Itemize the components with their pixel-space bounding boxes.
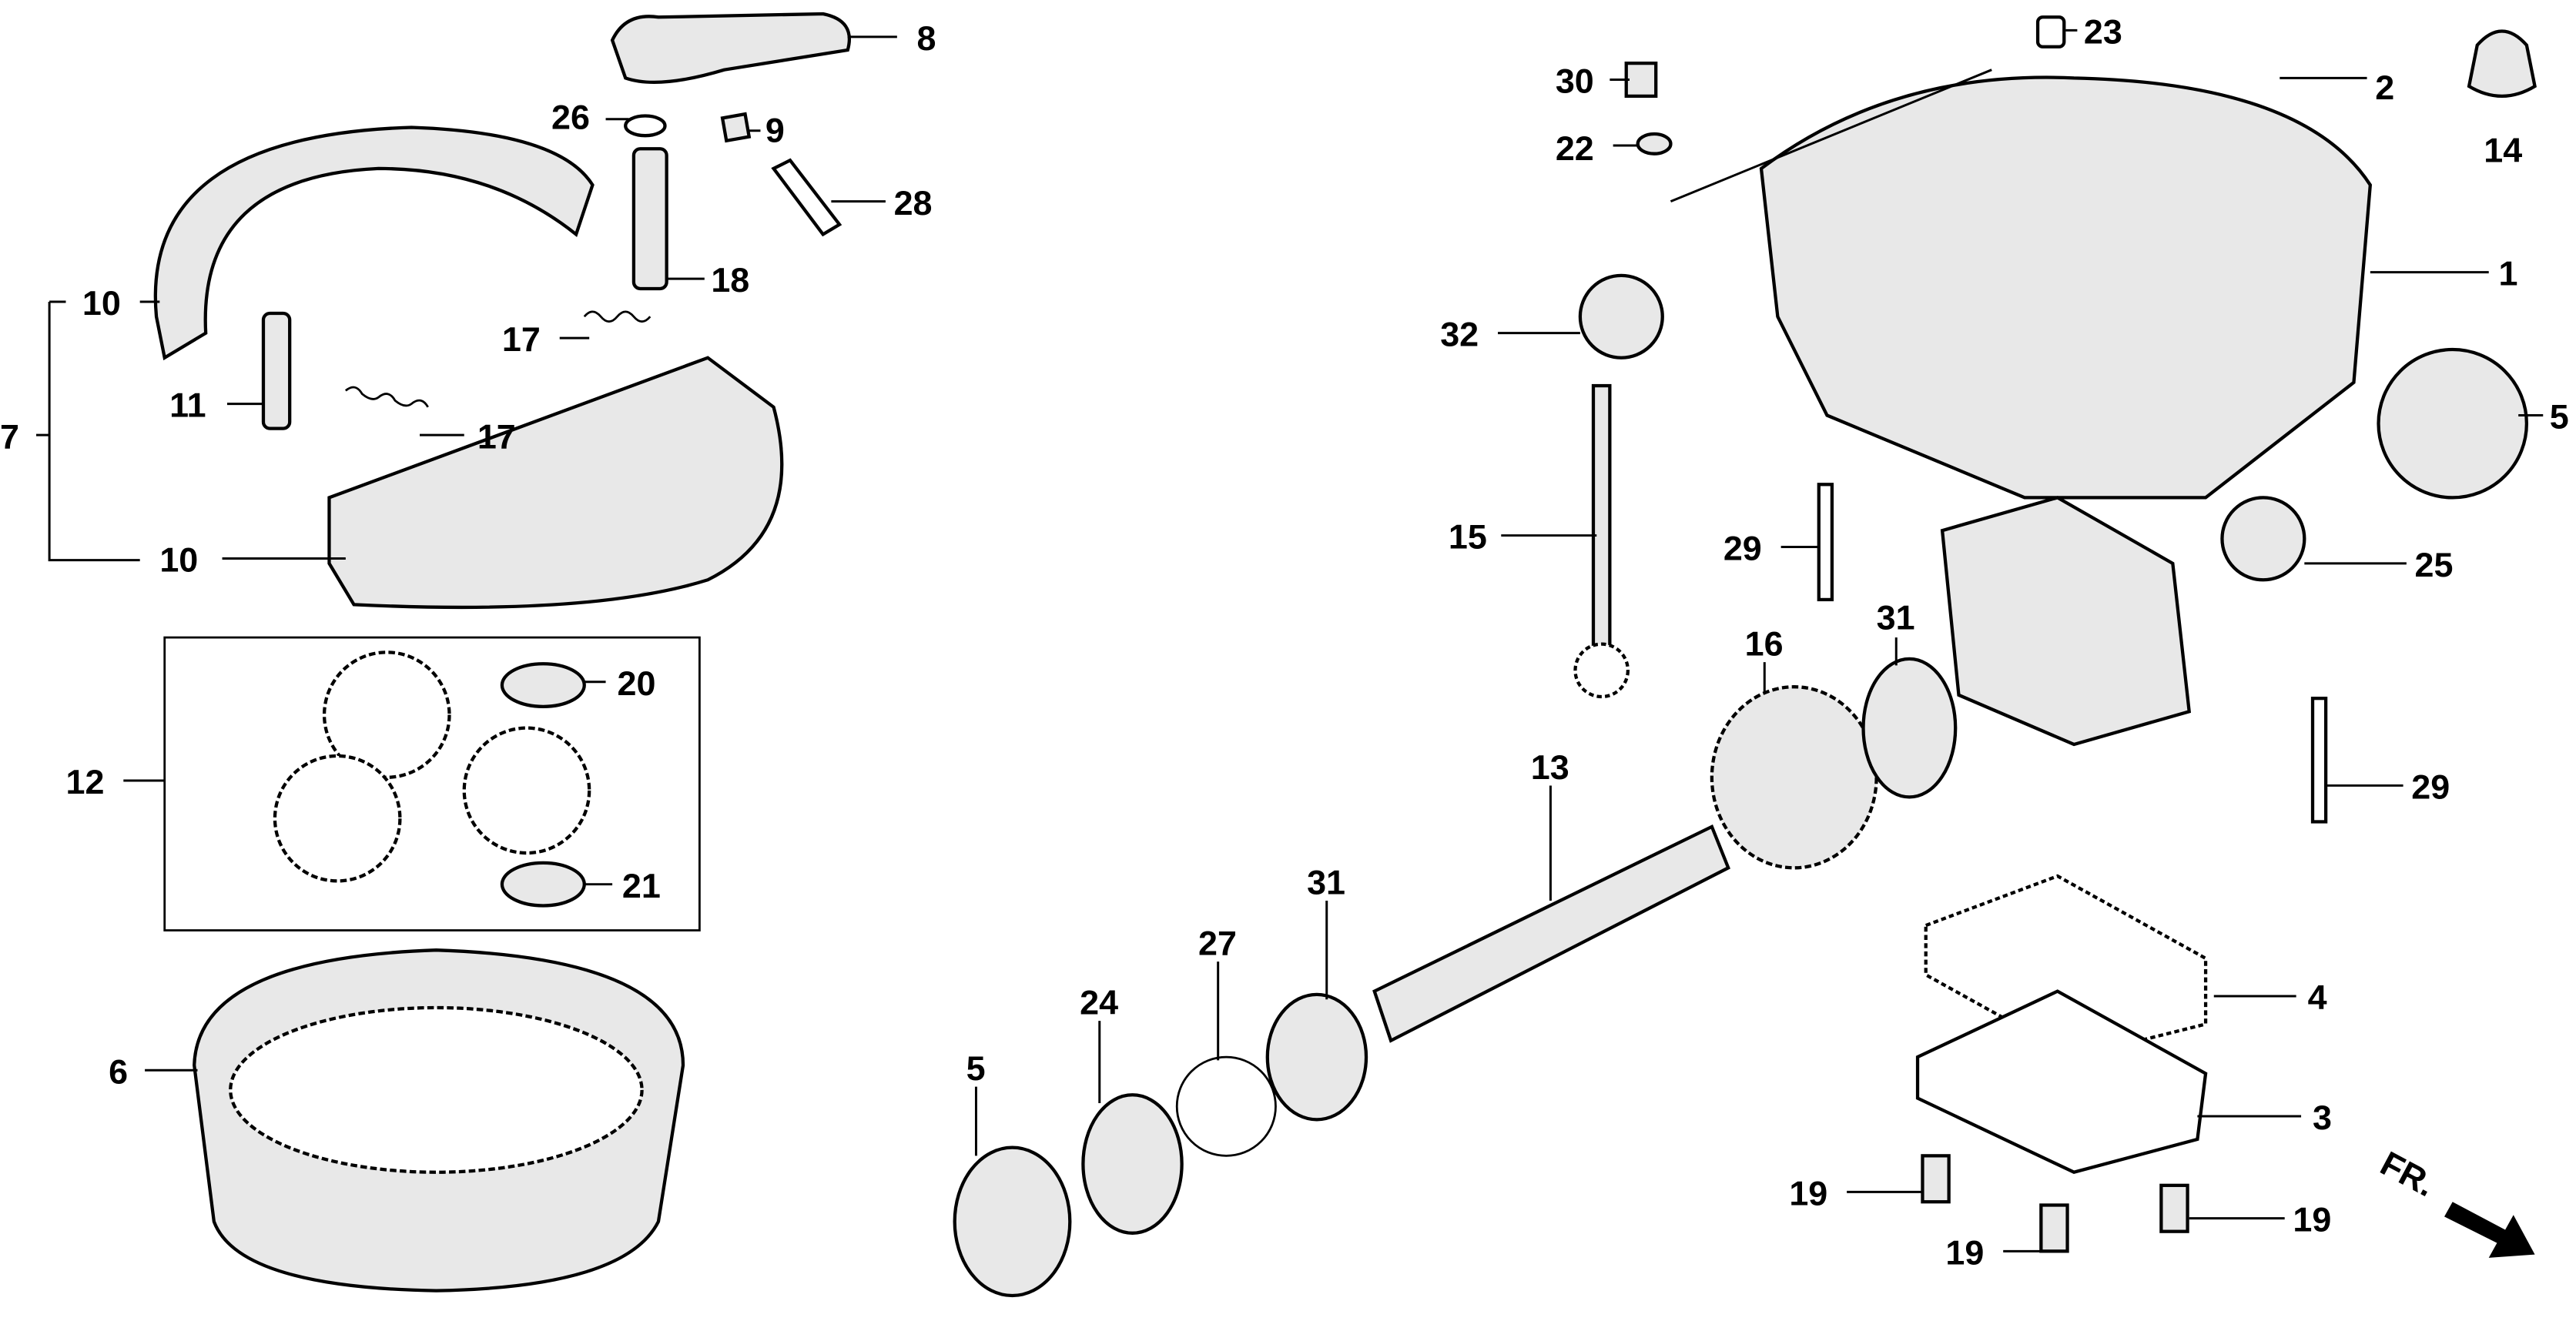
label-5-left: 5 xyxy=(966,1048,986,1088)
part-gear-12-a xyxy=(322,650,451,779)
part-cap-14 xyxy=(2467,29,2537,99)
label-10-lower: 10 xyxy=(159,540,198,580)
label-8: 8 xyxy=(917,18,936,58)
part-bolt-30 xyxy=(1624,61,1658,99)
part-ring-gear-6-inner xyxy=(229,1005,644,1174)
label-15: 15 xyxy=(1449,517,1487,557)
part-bolt-29-b xyxy=(2310,697,2328,824)
front-label: FR. xyxy=(2374,1143,2442,1204)
label-19-left: 19 xyxy=(1789,1173,1827,1212)
label-18: 18 xyxy=(711,260,749,299)
part-circlip-27 xyxy=(1175,1055,1277,1157)
part-gear-12-b xyxy=(462,726,591,855)
planet-gear-box xyxy=(163,636,701,931)
label-4: 4 xyxy=(2308,978,2327,1017)
part-gear-15-pinion xyxy=(1573,642,1630,699)
arrow-down-right-icon xyxy=(2444,1202,2535,1258)
part-shaft-13 xyxy=(1372,824,1730,1043)
label-17-upper: 17 xyxy=(502,319,541,359)
label-2: 2 xyxy=(2375,68,2394,107)
label-21: 21 xyxy=(622,866,661,905)
label-24: 24 xyxy=(1080,983,1118,1022)
part-nut-9 xyxy=(720,112,752,143)
part-seal-24 xyxy=(1081,1093,1184,1235)
part-shoe-10-upper xyxy=(153,125,595,361)
part-pin-23 xyxy=(2035,15,2066,48)
part-washer-21 xyxy=(500,861,586,908)
label-17-lower: 17 xyxy=(477,416,516,456)
part-shaft-15 xyxy=(1591,383,1612,651)
part-spring-17-a xyxy=(583,310,652,323)
part-bolt-19-c xyxy=(2159,1183,2189,1233)
label-23: 23 xyxy=(2084,12,2122,51)
part-seal-5-right xyxy=(2377,347,2529,500)
label-25: 25 xyxy=(2415,545,2454,584)
part-spring-17-b xyxy=(344,386,429,408)
parts xyxy=(153,12,2537,1298)
label-3: 3 xyxy=(2313,1098,2332,1137)
part-shoe-10-lower xyxy=(327,356,784,610)
front-direction-marker: FR. xyxy=(2374,1143,2535,1258)
part-labels: 8 26 9 28 18 10 17 11 17 7 10 20 12 21 6… xyxy=(0,12,2569,1272)
part-bolt-19-b xyxy=(2039,1203,2069,1253)
label-31-upper: 31 xyxy=(1877,597,1915,637)
part-bolt-19-a xyxy=(1921,1154,1951,1204)
part-seal-5-left xyxy=(953,1145,1072,1298)
part-shaft-18 xyxy=(631,147,668,291)
part-bearing-32 xyxy=(1578,273,1664,360)
label-29-upper: 29 xyxy=(1723,529,1762,568)
label-6: 6 xyxy=(109,1052,128,1091)
label-13: 13 xyxy=(1531,747,1569,787)
label-29-lower: 29 xyxy=(2411,768,2450,807)
label-16: 16 xyxy=(1745,624,1784,664)
part-seal-25 xyxy=(2220,496,2306,582)
part-washer-20 xyxy=(500,662,586,708)
part-washer-26 xyxy=(624,114,667,138)
part-gear-12-c xyxy=(273,754,402,883)
part-bolt-28 xyxy=(771,158,842,237)
label-12: 12 xyxy=(65,762,104,801)
part-washer-22 xyxy=(1636,132,1673,156)
part-gasket-4 xyxy=(1924,874,2208,1059)
part-bolt-29-a xyxy=(1817,483,1834,602)
label-19-bottom: 19 xyxy=(1945,1232,1984,1272)
part-case-lower xyxy=(1940,496,2192,747)
part-plate-3 xyxy=(1915,989,2208,1174)
label-9: 9 xyxy=(765,111,785,150)
label-14: 14 xyxy=(2484,130,2522,169)
label-7: 7 xyxy=(0,416,19,456)
part-pin-11 xyxy=(261,311,292,430)
label-1: 1 xyxy=(2499,254,2518,293)
label-32: 32 xyxy=(1440,315,1479,354)
label-31-lower: 31 xyxy=(1307,863,1345,902)
label-11: 11 xyxy=(169,386,206,425)
label-20: 20 xyxy=(618,664,656,703)
label-26: 26 xyxy=(551,98,590,137)
label-19-right: 19 xyxy=(2293,1200,2331,1239)
label-28: 28 xyxy=(894,183,933,222)
part-bearing-31-lower xyxy=(1265,992,1368,1122)
label-27: 27 xyxy=(1198,924,1237,963)
leader-lines xyxy=(36,28,2544,1252)
part-case-cover-1 xyxy=(1759,75,2373,500)
part-arm-8 xyxy=(610,12,851,84)
part-bevel-gear-16 xyxy=(1710,685,1878,870)
label-22: 22 xyxy=(1556,129,1594,168)
label-5-right: 5 xyxy=(2550,397,2569,436)
label-10-upper: 10 xyxy=(82,283,121,323)
label-30: 30 xyxy=(1556,62,1594,101)
part-bearing-31-upper xyxy=(1861,657,1958,799)
